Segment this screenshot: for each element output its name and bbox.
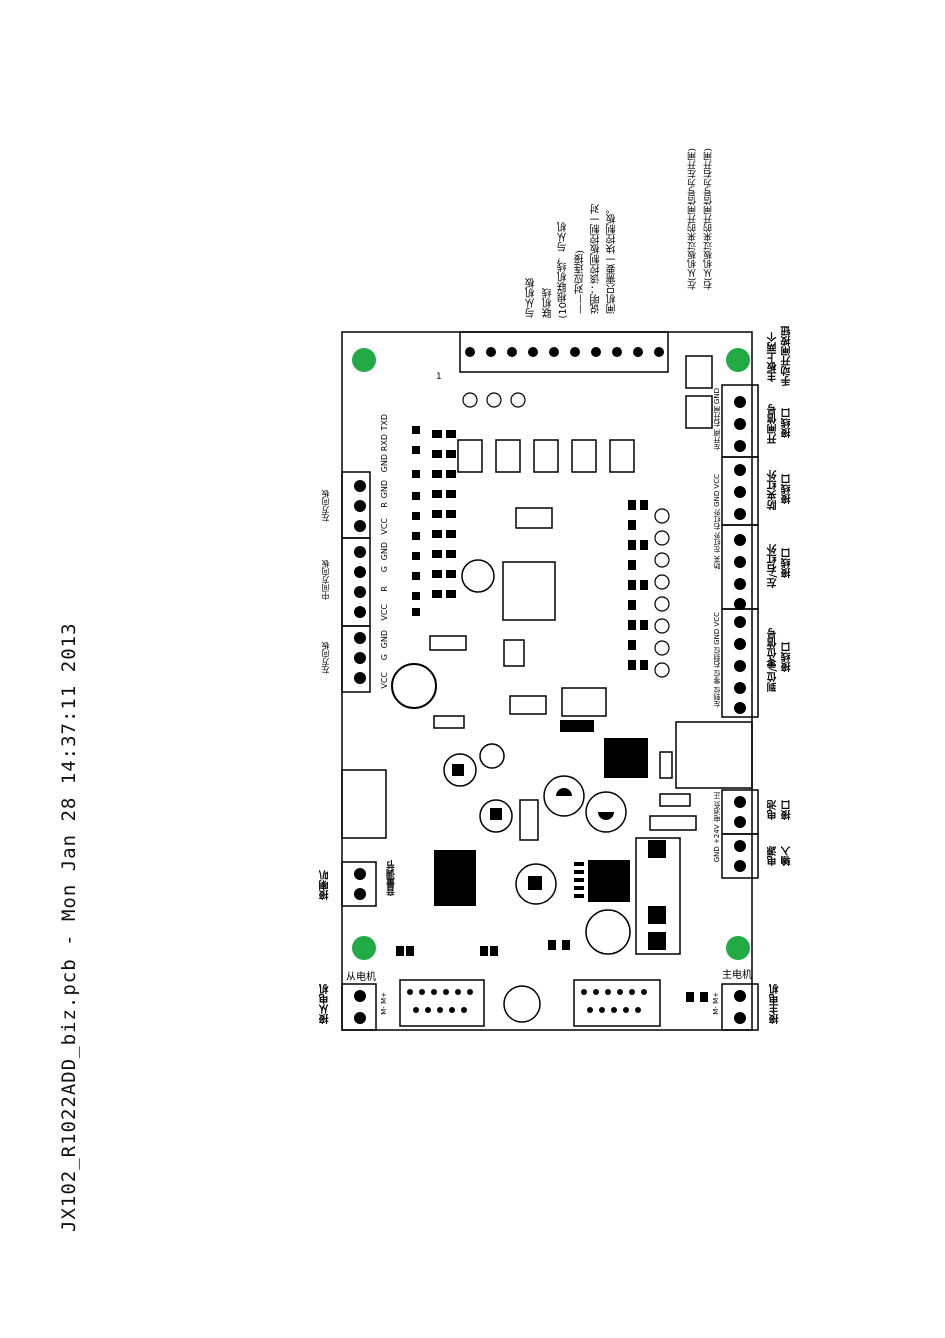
note-link-board: 与从机板	[526, 278, 537, 318]
mcu-chip	[502, 561, 556, 621]
resistor-h1	[649, 815, 697, 831]
tact-3	[533, 439, 559, 473]
tact-5	[609, 439, 635, 473]
label-anti-clip: 防夹红外	[768, 470, 779, 510]
resistor-h2	[659, 793, 691, 807]
note-link-pair: ——对应连接)	[575, 250, 586, 314]
tact-4	[571, 439, 597, 473]
capacitor-fills	[452, 764, 614, 890]
slave-motor-terminal	[341, 983, 377, 1031]
label-manual-btn2: 手动开闸按钮	[782, 326, 793, 386]
part-a	[433, 715, 465, 729]
heatsink-block	[635, 837, 681, 955]
ic-row	[429, 635, 467, 651]
link-connector-pins	[465, 347, 664, 357]
rj-block	[675, 721, 753, 789]
tact-2	[495, 439, 521, 473]
small-header	[561, 687, 607, 717]
pin-dir1-gnd: GND	[380, 480, 389, 499]
label-limit: 到位/零位信号	[768, 628, 779, 692]
smd-pads	[396, 426, 708, 1002]
right-dir-terminal	[341, 625, 371, 693]
note-link-detail: (10根联机线，与从机	[558, 222, 569, 319]
pin-gnd: GND	[380, 454, 389, 473]
crystal-block	[503, 639, 525, 667]
note-right-open: 右(从机板过来的开闸信号为右开闸)	[704, 148, 714, 291]
pin-dir2-vcc: VCC	[380, 604, 389, 621]
relay	[341, 769, 387, 839]
label-dir-left: 左方向板	[321, 490, 330, 522]
left-terminal-pins	[354, 480, 366, 1024]
right-terminal-pins	[734, 396, 746, 1024]
pin-dir3-g: G	[380, 654, 389, 661]
speaker-terminal	[341, 861, 377, 907]
pin-dir2-g: G	[380, 566, 389, 573]
label-manual-btn: 主板上两个	[768, 332, 779, 382]
manual-button-2	[685, 395, 713, 429]
label-limit2: 接线口	[782, 642, 793, 672]
ic-small	[515, 507, 553, 529]
label-open-signal: 开闸信号	[768, 404, 779, 444]
capacitors	[391, 559, 631, 1023]
label-speaker: 接喇叭	[320, 870, 331, 900]
pin-dir1-r: R	[380, 502, 389, 508]
pins-main-motor: M- M+	[712, 992, 720, 1015]
note-left-open: 左(从机板过来的开闸信号为左开闸)	[688, 148, 698, 291]
power-ics	[434, 720, 666, 950]
slave-motor-header	[399, 979, 485, 1027]
pins-slave-motor: M- M+	[380, 992, 388, 1015]
pins-power: GND +24V 电池负 正	[713, 792, 721, 863]
pins-ir: 防夹 左红外 右红外 GND VCC	[713, 474, 721, 570]
label-power: 电源	[768, 846, 779, 866]
pin-one-marker: 1	[436, 372, 442, 382]
tact-1	[457, 439, 483, 473]
link-connector	[459, 331, 669, 373]
main-motor-header	[573, 979, 661, 1027]
pin-dir3-vcc: VCC	[380, 672, 389, 689]
pins-limit: 左到位 零位 右到位 GND VCC	[713, 612, 721, 708]
mount-holes	[352, 348, 750, 960]
label-main-motor: 主电机	[722, 970, 752, 981]
note-link-line: 联机线	[543, 288, 554, 318]
label-power2: 输入	[782, 846, 793, 866]
pin-rxd: RXD	[380, 434, 389, 452]
part-b	[509, 695, 547, 715]
note-explain: 说明：该控制板控制一对	[591, 204, 602, 314]
manual-button-1	[685, 355, 713, 389]
pin-dir1-vcc: VCC	[380, 518, 389, 535]
label-open-signal2: 接线口	[782, 408, 793, 438]
pin-dir2-r: R	[380, 586, 389, 592]
led-column	[462, 392, 670, 678]
diode-v	[659, 751, 673, 779]
label-dir-right: 左方向板	[321, 642, 330, 674]
label-battery: 电池	[768, 800, 779, 820]
pins-open: 左开闸 右开闸 GND	[713, 388, 721, 451]
resistor-vert	[519, 799, 539, 841]
label-dir-mid: 中间方向板	[321, 560, 330, 600]
pin-txd: TXD	[380, 414, 389, 431]
board-outline	[341, 331, 753, 1031]
label-anti-clip2: 接线口	[782, 474, 793, 504]
pin-dir3-gnd: GND	[380, 630, 389, 649]
main-motor-terminal	[721, 983, 759, 1031]
label-volume: 音量调节	[387, 860, 397, 896]
label-lr-ir: 左/右红外	[768, 544, 779, 588]
note-explain2: 闸机只需要一块控制板。	[607, 204, 618, 314]
pin-dir2-gnd: GND	[380, 542, 389, 561]
label-main-motor-jack: 接主电机	[770, 984, 781, 1024]
power-terminal	[721, 833, 759, 879]
label-slave-motor-jack: 接从电机	[320, 984, 331, 1024]
label-slave-motor: 从电机	[346, 972, 376, 983]
label-lr-ir2: 接线口	[782, 548, 793, 578]
label-battery2: 接口	[782, 800, 793, 820]
header-pins	[407, 989, 647, 1013]
